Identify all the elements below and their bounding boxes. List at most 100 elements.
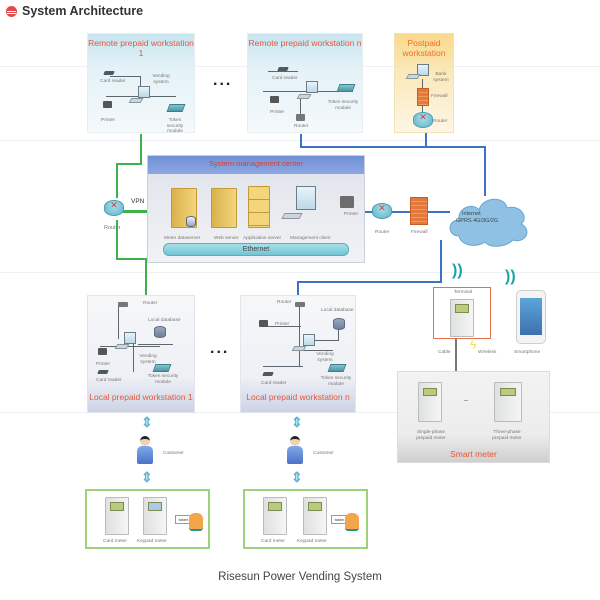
ethernet-bus: Ethernet — [163, 243, 349, 256]
label: Vending system — [139, 354, 157, 365]
token-security-module-icon — [327, 364, 347, 372]
card-reader-icon — [277, 67, 289, 71]
label: Card meter — [261, 539, 285, 544]
bidirectional-arrow-icon: ⇕ — [291, 469, 303, 485]
printer-icon — [270, 96, 279, 103]
application-server-icon — [248, 186, 270, 228]
workstation-title: Local prepaid workstation n — [246, 392, 350, 402]
smart-meter-group: – Single-phase prepaid meter Three-phase… — [397, 371, 550, 463]
local-database-icon — [333, 318, 345, 330]
token-security-module-icon — [336, 84, 356, 92]
vpn-label: VPN — [131, 198, 145, 205]
token-security-module-icon — [166, 104, 186, 112]
label: Router — [375, 230, 390, 235]
ellipsis: ... — [210, 340, 230, 357]
label: Web server — [214, 236, 239, 241]
card-meter-icon — [263, 497, 287, 535]
label: Router — [143, 301, 158, 306]
vending-system-icon — [306, 81, 318, 93]
vending-system-icon — [124, 332, 136, 344]
wifi-icon: )) — [452, 262, 463, 279]
vpn-link-line — [116, 258, 146, 260]
web-server-icon — [211, 188, 237, 228]
keyboard-icon — [114, 344, 130, 349]
customer-label: Customer — [163, 451, 184, 456]
label: Single-phase prepaid meter — [416, 430, 446, 441]
label: Router — [277, 300, 292, 305]
label: Meter dataserver — [164, 236, 201, 241]
label: Keypad meter — [297, 539, 327, 544]
label: Application server — [243, 236, 282, 241]
internet-link-line — [300, 134, 302, 147]
token-security-module-icon — [152, 364, 172, 372]
postpaid-workstation: Postpaid workstation Bank system Firewal… — [394, 33, 454, 133]
customer-icon — [136, 436, 154, 466]
label: Firewall — [431, 94, 448, 99]
meter-group-1: token Card meter Keypad meter — [85, 489, 210, 549]
workstation-title: Local prepaid workstation 1 — [89, 392, 193, 402]
label: Bank system — [433, 72, 449, 83]
internet-link-line — [300, 146, 485, 148]
internet-link-line — [440, 240, 442, 282]
label: Local database — [321, 308, 354, 313]
diagram-title: System Architecture — [22, 4, 144, 18]
printer-icon — [340, 196, 354, 208]
vpn-link-line — [145, 258, 147, 296]
label: Internet — [462, 211, 481, 217]
database-icon — [186, 216, 196, 227]
internet-link-line — [365, 211, 450, 213]
label: Token security module — [320, 376, 352, 387]
bank-system-icon — [417, 64, 429, 76]
vpn-link-line — [116, 163, 118, 198]
bidirectional-arrow-icon: ⇕ — [141, 469, 153, 485]
meter-group-n: token Card meter Keypad meter — [243, 489, 368, 549]
workstation-title: Postpaid workstation — [402, 38, 446, 58]
label: Vending system — [152, 74, 170, 85]
internet-link-line — [484, 146, 486, 196]
label: Cable — [438, 350, 451, 355]
label: Wireless — [478, 350, 497, 355]
hand-icon — [189, 513, 203, 531]
hand-icon — [345, 513, 359, 531]
printer-icon — [259, 320, 268, 327]
internet-router-icon — [372, 203, 392, 219]
card-reader-icon — [103, 71, 115, 75]
card-reader-icon — [262, 372, 274, 376]
bidirectional-arrow-icon: ⇕ — [141, 414, 153, 430]
internet-link-line — [297, 281, 299, 295]
label: Keypad meter — [137, 539, 167, 544]
label: Token security module — [147, 374, 179, 385]
bidirectional-arrow-icon: ⇕ — [291, 414, 303, 430]
keyboard-icon — [405, 74, 421, 79]
label: Router — [433, 119, 448, 124]
remote-workstation-n: Remote prepaid workstation n Card reader… — [247, 33, 363, 133]
label: Printer — [101, 118, 116, 123]
vending-system-icon — [303, 334, 315, 346]
label: Vending system — [316, 352, 334, 363]
diagram-header: System Architecture — [6, 4, 143, 18]
separator: – — [464, 397, 468, 404]
keypad-meter-icon — [303, 497, 327, 535]
label: Card reader — [261, 381, 287, 386]
label: Smartphone — [514, 350, 541, 355]
keyboard-icon — [296, 94, 312, 99]
customer-label: Customer — [313, 451, 334, 456]
keyboard-icon — [281, 213, 303, 219]
label: Printer — [270, 110, 285, 115]
keypad-meter-icon — [143, 497, 167, 535]
router-icon — [296, 114, 305, 121]
management-center-title: System management center — [148, 156, 364, 174]
workstation-title: Remote prepaid workstation n — [248, 38, 362, 48]
label: Card reader — [96, 378, 122, 383]
vending-system-icon — [138, 86, 150, 98]
label: Printer — [275, 322, 290, 327]
label: Token security module — [327, 100, 359, 111]
wireless-bolt-icon: ϟ — [470, 338, 477, 352]
single-phase-meter-icon — [418, 382, 442, 422]
internet-link-line — [297, 281, 442, 283]
printer-icon — [103, 101, 112, 108]
router-icon — [413, 112, 433, 128]
internet-link-line — [425, 132, 427, 147]
label: Card reader — [100, 79, 126, 84]
system-management-center: System management center Printer Meter d… — [147, 155, 365, 263]
